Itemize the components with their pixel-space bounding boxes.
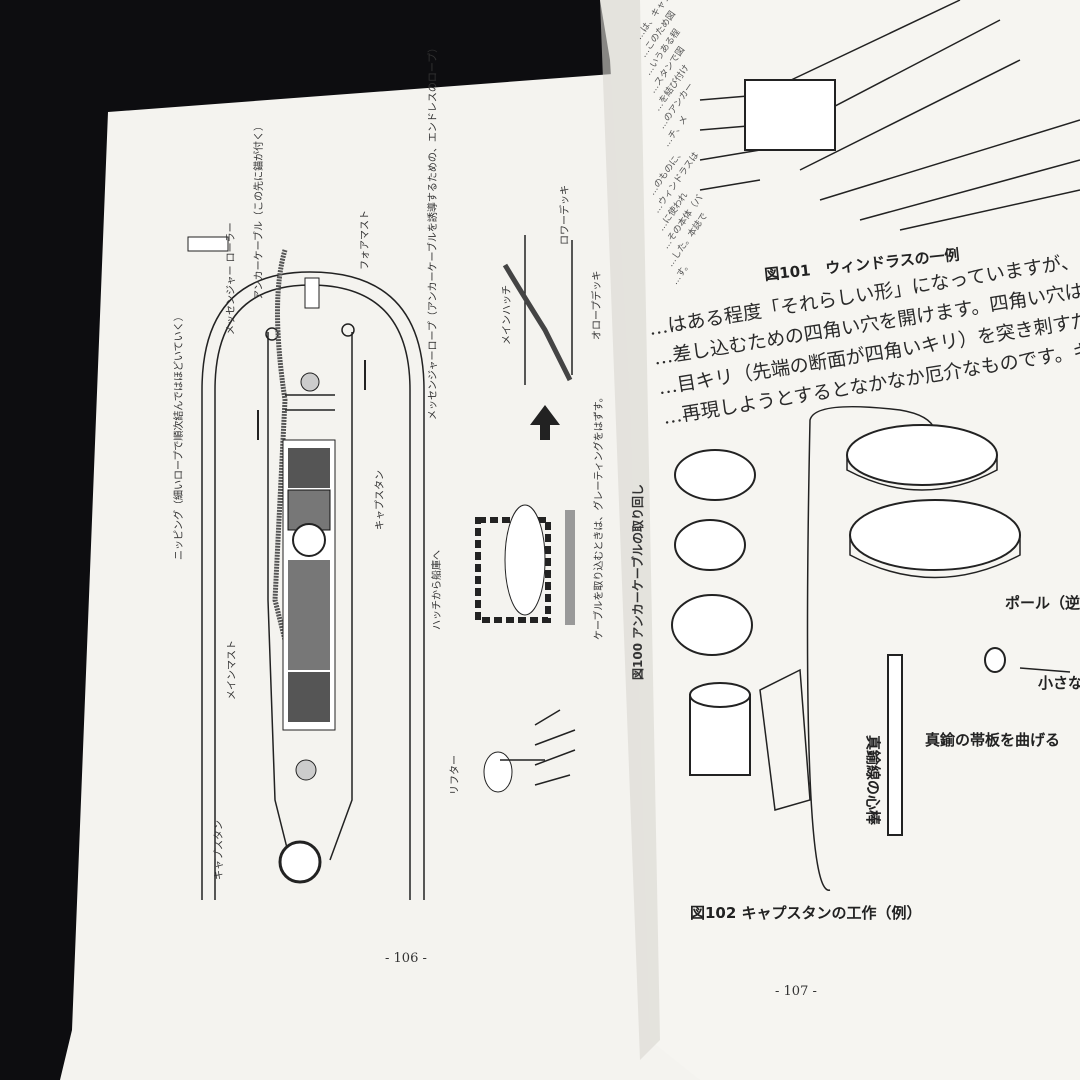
page-number-left: - 106 - [385, 951, 427, 966]
spine-shadow [600, 0, 660, 1060]
label-brass-strip: 真鍮の帯板を曲げる [925, 731, 1060, 749]
label-pawl: ポール（逆転止 [1005, 594, 1080, 612]
left-labels: メッセンジャー ローラー アンカーケーブル（この先に錨が付く） フォアマスト メ… [172, 43, 605, 880]
label-messenger-rope: メッセンジャーロープ（アンカーケーブルを誘導するための、エンドレスのロープ） [426, 43, 439, 420]
label-main-hatch: メインハッチ [501, 285, 513, 345]
label-grating-note: ケーブルを取り込むときは、グレーティングをはずす。 [592, 392, 605, 640]
right-page [600, 0, 1080, 1080]
fig102-caption: 図102 キャプスタンの工作（例） [690, 904, 922, 922]
label-orlop-deck: オロープデッキ [590, 271, 603, 340]
label-lower-deck: ロワーデッキ [558, 185, 571, 245]
label-capstan-center: キャプスタン [374, 470, 386, 530]
up-arrow-icon [530, 405, 560, 440]
label-lifter: リフター [449, 755, 461, 795]
windlass-drawing [699, 0, 1080, 231]
hatch-diagram [475, 235, 576, 793]
label-to-hold: ハッチから船庫へ [430, 550, 443, 630]
label-anchor-cable: アンカーケーブル（この先に錨が付く） [252, 121, 265, 300]
label-nipping: ニッピング（細いロープで順次結んではほどいていく） [172, 311, 185, 560]
label-brass-core: 真鍮線の心棒 [864, 735, 882, 826]
fig100-caption: 図100 アンカーケーブルの取り回し [630, 484, 645, 680]
label-mainmast: メインマスト [227, 640, 238, 700]
label-foremast: フォアマスト [360, 210, 371, 270]
label-small: 小さな [1038, 674, 1080, 692]
deck-diagram [187, 236, 425, 900]
label-capstan-lower: キャプスタン [213, 820, 225, 880]
capstan-parts-drawing [671, 405, 1071, 891]
label-messenger-roller: メッセンジャー ローラー [225, 222, 237, 335]
page-number-right: - 107 - [775, 984, 817, 999]
